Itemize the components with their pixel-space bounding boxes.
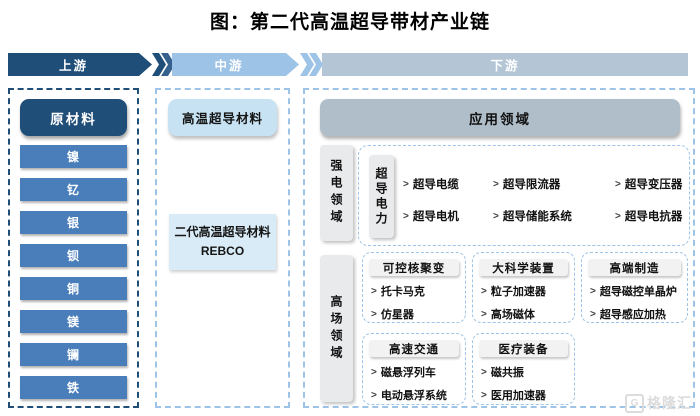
material-box-magnesium: 镁 (20, 310, 127, 333)
item-label: 超导储能系统 (502, 211, 572, 223)
rebco-product-box: 二代高温超导材料 REBCO (169, 214, 276, 270)
list-item: >电动悬浮系统 (371, 387, 465, 403)
item-label: 超导电机 (412, 211, 459, 223)
card-title: 大科学装置 (479, 259, 568, 276)
arrow-bullet-icon: > (481, 285, 487, 297)
item-label: 磁共振 (490, 367, 524, 379)
chevron-right-icon (300, 53, 314, 76)
arrow-bullet-icon: > (493, 178, 499, 190)
strong-electric-sector-bar: 强电领域 (320, 145, 353, 241)
list-item: >超导储能系统 (493, 208, 615, 224)
item-label: 超导电抗器 (624, 211, 683, 223)
high-field-sector-bar: 高场领域 (320, 255, 353, 402)
gelonghui-watermark-text: 格隆汇 (647, 395, 692, 411)
material-box-yttrium: 钇 (20, 178, 127, 201)
arrow-bullet-icon: > (615, 178, 621, 190)
list-item: >磁共振 (481, 364, 574, 380)
material-box-barium: 钡 (20, 244, 127, 267)
rebco-product-line2: REBCO (200, 244, 245, 258)
upstream-column: 原材料 镍 钇 银 钡 铜 镁 镧 铁 (8, 88, 139, 408)
arrow-bullet-icon: > (590, 285, 596, 297)
list-item: >粒子加速器 (481, 283, 574, 299)
item-label: 磁悬浮列车 (380, 367, 436, 379)
list-item: >超导感应加热 (590, 306, 687, 322)
item-label: 超导变压器 (624, 179, 683, 191)
superconducting-power-card: 超导电力 >超导电缆 >超导限流器 >超导变压器 >超导电机 >超导储能系统 >… (358, 145, 690, 246)
item-label: 仿星器 (380, 309, 414, 321)
superconducting-power-group-bar: 超导电力 (369, 155, 394, 238)
arrow-bullet-icon: > (481, 389, 487, 401)
list-item: >超导电缆 (403, 176, 493, 192)
arrow-bullet-icon: > (371, 308, 377, 320)
chevron-right-icon (309, 53, 323, 76)
raw-materials-header: 原材料 (20, 99, 127, 136)
application-areas-header: 应用领域 (320, 99, 680, 136)
downstream-column: 应用领域 强电领域 超导电力 >超导电缆 >超导限流器 >超导变压器 >超导电机… (303, 88, 695, 408)
item-label: 超导磁控单晶炉 (599, 286, 677, 298)
rebco-product-line1: 二代高温超导材料 (174, 224, 271, 239)
arrow-bullet-icon: > (371, 285, 377, 297)
list-item: >超导电抗器 (615, 208, 685, 224)
big-science-card: 大科学装置 >粒子加速器 >高场磁体 (472, 252, 575, 323)
item-label: 高场磁体 (490, 309, 535, 321)
arrow-bullet-icon: > (403, 178, 409, 190)
list-item: >医用加速器 (481, 387, 574, 403)
arrow-bullet-icon: > (590, 308, 596, 320)
arrow-bullet-icon: > (493, 210, 499, 222)
item-label: 超导限流器 (502, 179, 561, 191)
figure-title: 图：第二代高温超导带材产业链 (209, 12, 490, 33)
arrow-bullet-icon: > (403, 210, 409, 222)
arrow-bullet-icon: > (481, 366, 487, 378)
list-item: >超导限流器 (493, 176, 615, 192)
fusion-card: 可控核聚变 >托卡马克 >仿星器 (362, 252, 466, 323)
chevron-right-icon (161, 53, 175, 76)
stage-band-upstream: 上游 (8, 53, 152, 76)
material-box-copper: 铜 (20, 277, 127, 300)
item-label: 粒子加速器 (490, 286, 546, 298)
hts-material-header: 高温超导材料 (168, 99, 277, 136)
gelonghui-watermark: G 格隆汇 (625, 393, 692, 413)
item-label: 电动悬浮系统 (380, 390, 447, 402)
strong-field-items-grid: >超导电缆 >超导限流器 >超导变压器 >超导电机 >超导储能系统 >超导电抗器 (403, 176, 685, 224)
arrow-bullet-icon: > (481, 308, 487, 320)
item-label: 医用加速器 (490, 390, 546, 402)
chevron-right-icon (152, 53, 166, 76)
card-title: 可控核聚变 (369, 259, 459, 276)
arrow-bullet-icon: > (615, 210, 621, 222)
material-box-lanthanum: 镧 (20, 343, 127, 366)
list-item: >磁悬浮列车 (371, 364, 465, 380)
item-label: 超导电缆 (412, 179, 459, 191)
material-box-nickel: 镍 (20, 145, 127, 168)
gelonghui-logo-icon: G (625, 393, 644, 413)
list-item: >超导磁控单晶炉 (590, 283, 687, 299)
card-title: 高端制造 (588, 259, 681, 276)
medical-equipment-card: 医疗装备 >磁共振 >医用加速器 (472, 333, 575, 405)
item-label: 托卡马克 (380, 286, 425, 298)
stage-band-midstream: 中游 (172, 53, 299, 76)
list-item: >超导电机 (403, 208, 493, 224)
item-label: 超导感应加热 (599, 309, 666, 321)
material-box-iron: 铁 (20, 376, 127, 399)
list-item: >超导变压器 (615, 176, 685, 192)
list-item: >仿星器 (371, 306, 465, 322)
arrow-bullet-icon: > (371, 389, 377, 401)
card-title: 医疗装备 (479, 340, 568, 357)
list-item: >高场磁体 (481, 306, 574, 322)
card-title: 高速交通 (369, 340, 459, 357)
high-end-manufacturing-card: 高端制造 >超导磁控单晶炉 >超导感应加热 (581, 252, 688, 323)
material-box-silver: 银 (20, 211, 127, 234)
list-item: >托卡马克 (371, 283, 465, 299)
arrow-bullet-icon: > (371, 366, 377, 378)
stage-band-downstream: 下游 (322, 53, 688, 76)
midstream-column: 高温超导材料 二代高温超导材料 REBCO (155, 88, 290, 408)
high-speed-transport-card: 高速交通 >磁悬浮列车 >电动悬浮系统 (362, 333, 466, 405)
